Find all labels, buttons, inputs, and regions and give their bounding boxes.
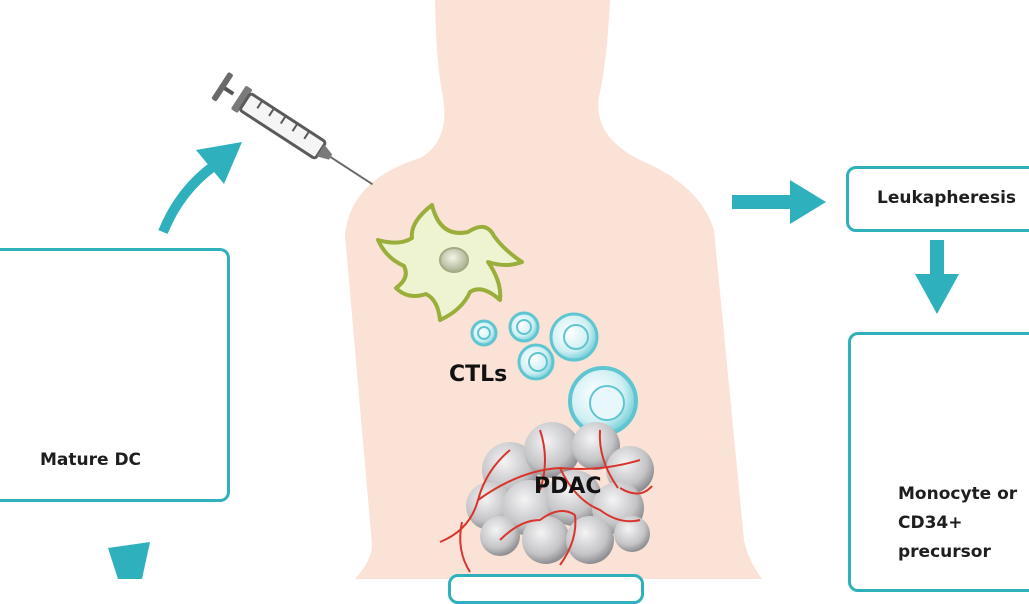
mature-dc-label: Mature DC bbox=[40, 450, 142, 470]
monocyte-label: Monocyte or CD34+ precursor bbox=[898, 484, 1018, 562]
ctl-cells bbox=[470, 311, 638, 436]
body-silhouette bbox=[345, 0, 762, 579]
leukapheresis-box bbox=[846, 166, 1029, 232]
mature-dc-box bbox=[0, 248, 230, 502]
leukapheresis-label: Leukapheresis bbox=[877, 188, 1017, 208]
monocyte-box bbox=[848, 332, 1029, 592]
diagram-canvas bbox=[34, 0, 1001, 579]
dendritic-cell-icon bbox=[376, 203, 524, 322]
pdac-label: PDAC bbox=[534, 474, 602, 499]
arrow-bottom-up bbox=[108, 542, 150, 579]
arrow-down-to-monocyte bbox=[915, 240, 959, 314]
ctls-label: CTLs bbox=[449, 362, 508, 387]
arrow-to-leukapheresis bbox=[732, 180, 826, 224]
syringe-icon bbox=[211, 72, 374, 186]
tumor-icon bbox=[439, 422, 654, 573]
arrow-dc-to-syringe bbox=[158, 142, 242, 234]
